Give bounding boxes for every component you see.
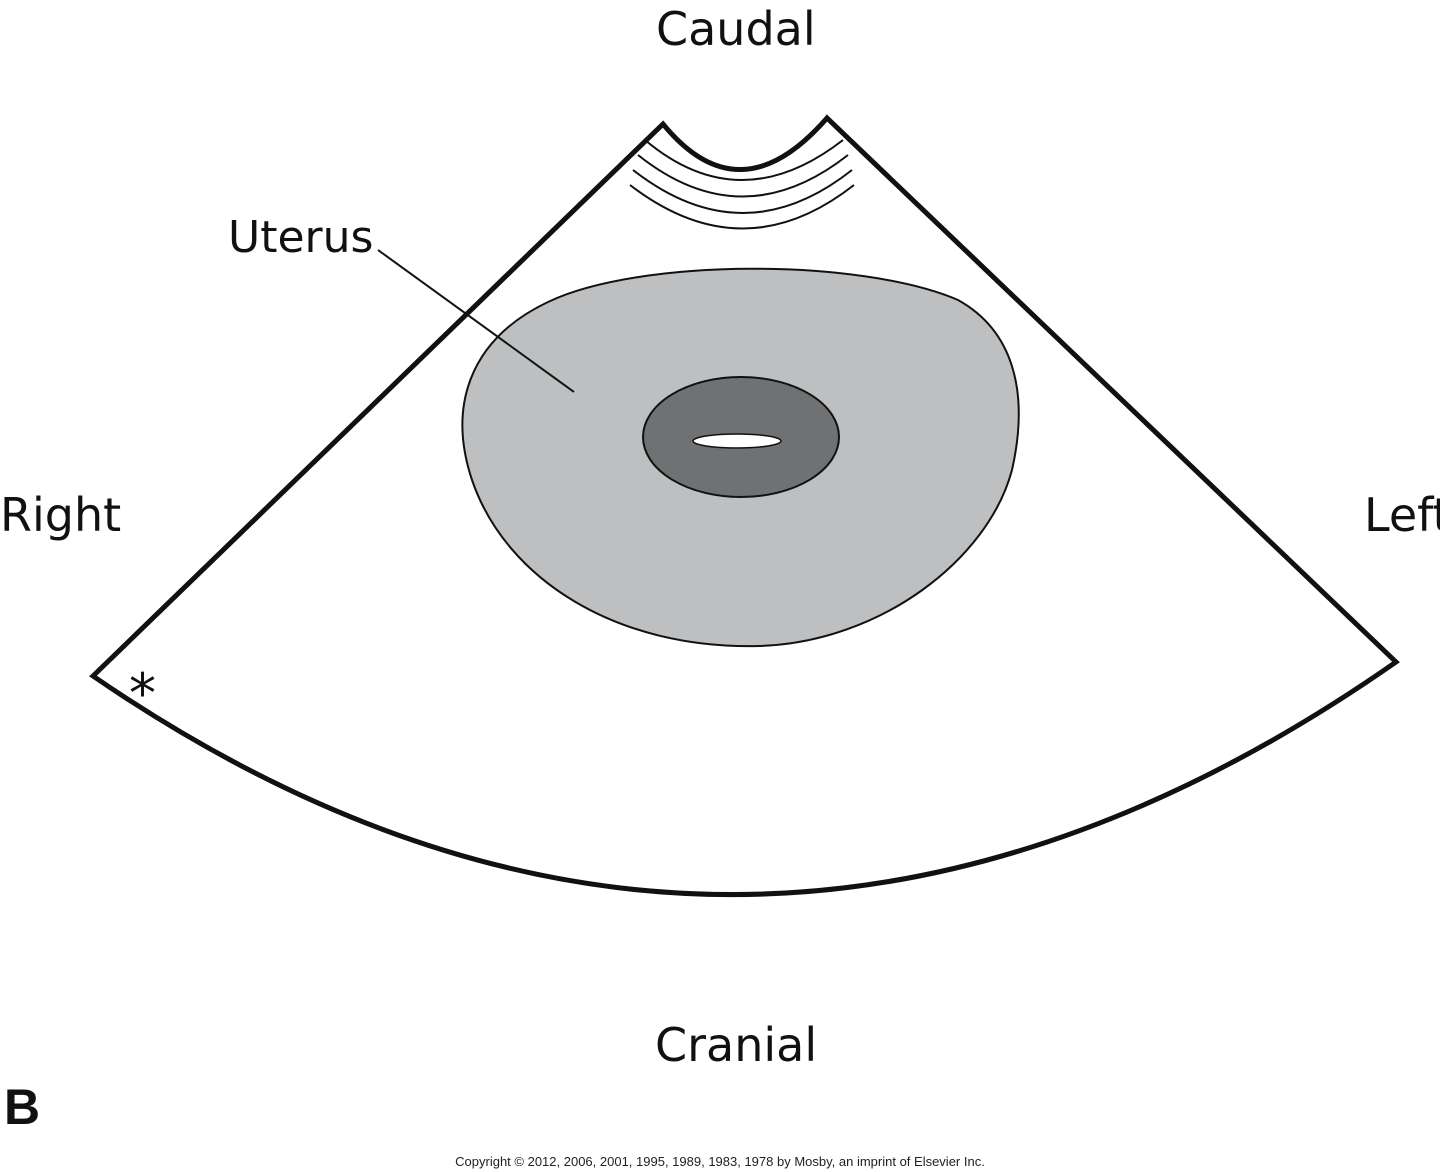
endometrial-cavity: [692, 433, 782, 449]
left-label: Left: [1364, 488, 1440, 542]
right-label: Right: [0, 488, 122, 542]
cranial-label: Cranial: [655, 1018, 818, 1072]
near-field-arc: [637, 154, 849, 198]
uterus-leader-line: [377, 249, 575, 393]
panel-letter: B: [4, 1079, 41, 1135]
sector-outline: [89, 114, 1400, 898]
transducer-arcs: [629, 139, 855, 230]
uterus-label: Uterus: [228, 212, 374, 263]
near-field-arc: [632, 169, 853, 214]
caudal-label: Caudal: [656, 2, 816, 56]
asterisk-marker: *: [129, 662, 156, 725]
near-field-arc: [629, 184, 855, 230]
copyright-notice: Copyright © 2012, 2006, 2001, 1995, 1989…: [455, 1154, 985, 1169]
near-field-arc: [644, 139, 844, 181]
